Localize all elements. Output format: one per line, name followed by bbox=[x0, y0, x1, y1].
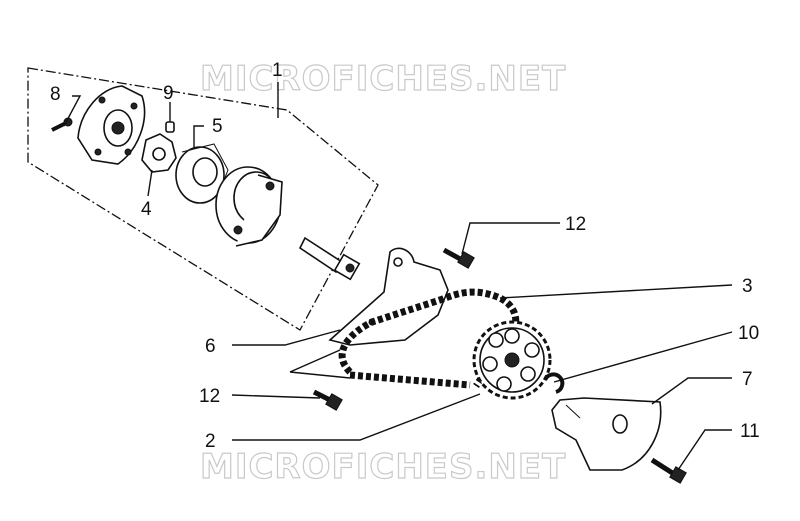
callout-12-lower: 12 bbox=[199, 386, 220, 407]
pump-body bbox=[215, 166, 283, 247]
part-9-pin bbox=[165, 121, 175, 133]
callout-7: 7 bbox=[742, 369, 753, 390]
watermark-bottom: MICROFICHES.NET bbox=[200, 447, 566, 487]
pump-cover bbox=[77, 85, 146, 165]
part-8-screw bbox=[51, 117, 73, 132]
part-10-circlip bbox=[543, 372, 565, 394]
watermark-top: MICROFICHES.NET bbox=[200, 59, 566, 99]
part-12-bolt-upper bbox=[442, 247, 475, 269]
part-12-bolt-lower bbox=[312, 389, 343, 411]
callout-11: 11 bbox=[740, 421, 760, 442]
callout-4: 4 bbox=[141, 199, 152, 220]
callout-5: 5 bbox=[212, 116, 223, 137]
callout-1: 1 bbox=[272, 60, 283, 81]
callout-3: 3 bbox=[742, 276, 753, 297]
part-7-chain-cover bbox=[551, 397, 662, 471]
part-2-sprocket bbox=[472, 320, 552, 400]
pump-shaft bbox=[298, 236, 361, 281]
callout-8: 8 bbox=[50, 84, 61, 105]
part-5-outer-rotor bbox=[175, 143, 229, 204]
callout-2: 2 bbox=[205, 431, 216, 452]
assembly-1-boundary bbox=[27, 67, 379, 331]
callout-9: 9 bbox=[163, 83, 174, 104]
part-11-bolt bbox=[650, 457, 687, 484]
leader-lines bbox=[63, 82, 733, 471]
callout-10: 10 bbox=[738, 323, 759, 344]
callout-12-upper: 12 bbox=[565, 214, 586, 235]
callout-6: 6 bbox=[205, 336, 216, 357]
part-4-inner-rotor bbox=[141, 133, 177, 173]
